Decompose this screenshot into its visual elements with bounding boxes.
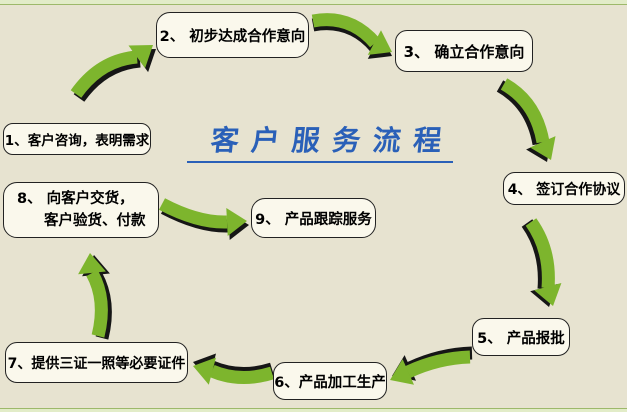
arrow-8-to-9 bbox=[158, 198, 247, 236]
arrow-3-to-4 bbox=[500, 78, 556, 160]
flow-step-1: 1、客户咨询，表明需求 bbox=[3, 123, 151, 155]
flow-step-4: 4、 签订合作协议 bbox=[503, 172, 625, 205]
flow-step-9: 9、 产品跟踪服务 bbox=[251, 198, 376, 238]
flow-step-1-label: 1、客户咨询，表明需求 bbox=[4, 133, 150, 149]
flow-step-5-label: 5、 产品报批 bbox=[477, 330, 565, 347]
bottom-border-strip bbox=[0, 408, 627, 412]
page-title: 客户服务流程 bbox=[209, 124, 456, 157]
arrow-4-to-5 bbox=[525, 218, 562, 306]
arrow-7-to-8 bbox=[78, 253, 108, 338]
flow-step-6-label: 6、产品加工生产 bbox=[274, 374, 386, 391]
top-border-strip bbox=[0, 0, 627, 5]
flow-step-3: 3、 确立合作意向 bbox=[395, 30, 533, 72]
title-underline bbox=[187, 161, 453, 163]
flow-step-8-line1: 8、 向客户交货， bbox=[17, 190, 134, 207]
flow-step-8: 8、 向客户交货， 客户验货、付款 bbox=[3, 182, 159, 238]
arrow-5-to-6 bbox=[390, 350, 471, 385]
flow-step-6: 6、产品加工生产 bbox=[273, 362, 387, 400]
flow-step-3-label: 3、 确立合作意向 bbox=[403, 42, 525, 61]
flow-step-5: 5、 产品报批 bbox=[472, 318, 570, 356]
flow-step-2: 2、 初步达成合作意向 bbox=[156, 12, 309, 58]
arrow-6-to-7 bbox=[193, 357, 274, 385]
flow-step-7: 7、提供三证一照等必要证件 bbox=[5, 342, 188, 383]
arrow-1-to-2 bbox=[70, 45, 153, 98]
flow-step-2-label: 2、 初步达成合作意向 bbox=[159, 28, 306, 45]
flow-step-7-label: 7、提供三证一照等必要证件 bbox=[7, 355, 186, 372]
flow-step-4-label: 4、 签订合作协议 bbox=[507, 181, 621, 198]
flow-step-9-label: 9、 产品跟踪服务 bbox=[255, 211, 372, 228]
flow-step-8-line2: 客户验货、付款 bbox=[44, 213, 146, 229]
arrow-2-to-3 bbox=[311, 13, 392, 55]
